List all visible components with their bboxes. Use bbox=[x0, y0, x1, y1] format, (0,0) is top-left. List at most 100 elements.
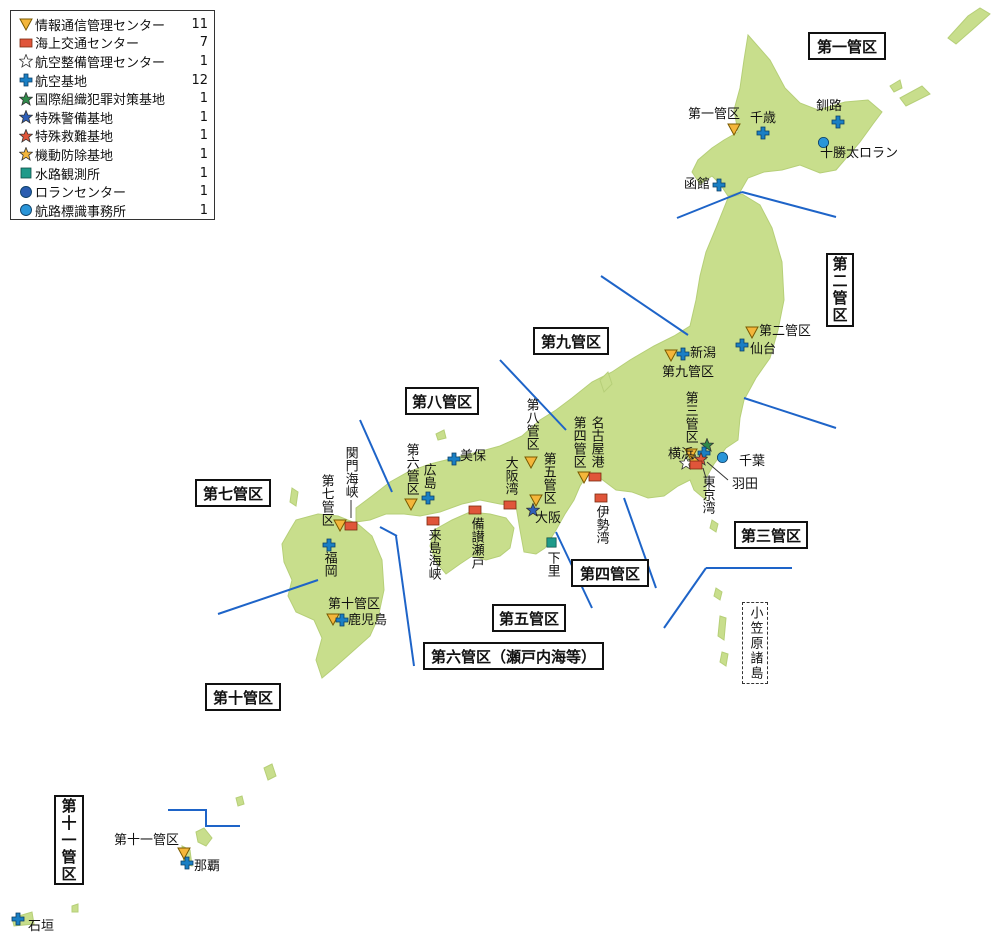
legend-label: 海上交通センター bbox=[35, 37, 140, 53]
land bbox=[11, 7, 991, 927]
label-tokyo-wan: 東京湾 bbox=[699, 475, 715, 514]
label-hakodate: 函館 bbox=[684, 177, 711, 192]
square-icon bbox=[20, 167, 32, 179]
label-tokachi: 十勝太ロラン bbox=[820, 146, 899, 161]
star-yellow-icon bbox=[19, 147, 33, 161]
label-fukuoka: 福岡 bbox=[321, 551, 337, 577]
rectangle-icon bbox=[19, 38, 33, 48]
legend-row: 機動防除基地 1 bbox=[17, 145, 208, 164]
label-dai9: 第九管区 bbox=[662, 365, 715, 380]
label-dai6: 第六管区 bbox=[403, 443, 419, 495]
star-outline-icon bbox=[19, 54, 33, 68]
label-haneda: 羽田 bbox=[732, 477, 759, 492]
legend-count: 1 bbox=[199, 184, 208, 200]
legend-label: 国際組織犯罪対策基地 bbox=[35, 93, 166, 109]
leader-lines bbox=[350, 461, 729, 518]
legend-row: 航空基地 12 bbox=[17, 71, 208, 90]
label-chiba: 千葉 bbox=[739, 454, 766, 469]
region-label-6: 第六管区（瀬戸内海等） bbox=[423, 642, 604, 670]
label-ise: 伊勢湾 bbox=[593, 505, 609, 544]
region-label-9: 第九管区 bbox=[533, 327, 609, 355]
legend-count: 1 bbox=[199, 128, 208, 144]
legend-label: 機動防除基地 bbox=[35, 148, 114, 164]
label-dai3: 第三管区 bbox=[682, 391, 698, 443]
rect-kanmon-icon bbox=[344, 521, 358, 531]
legend-count: 1 bbox=[199, 109, 208, 125]
rect-bisan-icon bbox=[468, 505, 482, 515]
legend-count: 11 bbox=[191, 16, 208, 32]
label-nagoya: 名古屋港 bbox=[588, 416, 604, 468]
legend-label: ロランセンター bbox=[35, 186, 127, 202]
label-dai10: 第十管区 bbox=[328, 597, 381, 612]
label-kurushima: 来島海峡 bbox=[425, 528, 441, 580]
label-dai8: 第八管区 bbox=[523, 398, 539, 450]
legend-label: 特殊警備基地 bbox=[35, 111, 114, 127]
square-shimosato-icon bbox=[546, 537, 557, 548]
legend-row: 航路標識事務所 1 bbox=[17, 201, 208, 220]
label-dai2: 第二管区 bbox=[759, 324, 812, 339]
legend: 情報通信管理センター 11 海上交通センター 7 航空整備管理センター 1 航空… bbox=[10, 10, 215, 220]
label-dai5: 第五管区 bbox=[540, 452, 556, 504]
region-boundaries bbox=[168, 191, 837, 827]
ogasawara-label: 小笠原諸島 bbox=[742, 602, 768, 684]
star-green-icon bbox=[19, 91, 33, 106]
label-dai4: 第四管区 bbox=[570, 416, 586, 468]
cross-icon bbox=[19, 73, 33, 87]
region-label-1: 第一管区 bbox=[808, 32, 886, 60]
rect-osaka-wan-icon bbox=[503, 500, 517, 510]
legend-count: 7 bbox=[199, 35, 208, 51]
label-yokohama: 横浜 bbox=[668, 447, 695, 462]
label-miho: 美保 bbox=[460, 449, 487, 464]
rect-ise-icon bbox=[594, 493, 608, 503]
label-sendai: 仙台 bbox=[750, 342, 777, 357]
legend-row: 特殊警備基地 1 bbox=[17, 108, 208, 127]
legend-label: 航空基地 bbox=[35, 74, 88, 90]
legend-row: 特殊救難基地 1 bbox=[17, 127, 208, 146]
legend-label: 情報通信管理センター bbox=[35, 18, 166, 34]
legend-label: 特殊救難基地 bbox=[35, 130, 114, 146]
legend-row: 国際組織犯罪対策基地 1 bbox=[17, 89, 208, 108]
legend-count: 1 bbox=[199, 91, 208, 107]
rect-kurushima-icon bbox=[426, 516, 440, 526]
label-osaka: 大阪 bbox=[535, 511, 562, 526]
region-label-8: 第八管区 bbox=[405, 387, 479, 415]
legend-label: 航路標識事務所 bbox=[35, 204, 127, 220]
legend-count: 1 bbox=[199, 53, 208, 69]
rect-tokyo-icon bbox=[689, 460, 703, 470]
region-label-10: 第十管区 bbox=[205, 683, 281, 711]
legend-row: 情報通信管理センター 11 bbox=[17, 15, 208, 34]
honshu bbox=[355, 193, 785, 555]
label-kagoshima: 鹿児島 bbox=[348, 613, 388, 628]
region-label-11: 第十一管区 bbox=[54, 795, 84, 885]
label-kushiro: 釧路 bbox=[816, 99, 843, 114]
legend-count: 12 bbox=[191, 72, 208, 88]
region-label-4: 第四管区 bbox=[571, 559, 649, 587]
label-bisan: 備讃瀬戸 bbox=[468, 517, 484, 569]
legend-row: 水路観測所 1 bbox=[17, 164, 208, 183]
circle-icon bbox=[20, 204, 32, 217]
label-niigata: 新潟 bbox=[690, 346, 717, 361]
star-blue-icon bbox=[19, 110, 33, 124]
label-shimosato: 下里 bbox=[544, 551, 560, 577]
label-dai11: 第十一管区 bbox=[114, 833, 180, 848]
legend-row: ロランセンター 1 bbox=[17, 182, 208, 201]
region-label-2: 第二管区 bbox=[826, 253, 854, 327]
legend-count: 1 bbox=[199, 202, 208, 218]
label-dai1: 第一管区 bbox=[688, 107, 741, 122]
legend-row: 海上交通センター 7 bbox=[17, 34, 208, 53]
legend-label: 航空整備管理センター bbox=[35, 55, 166, 71]
label-kanmon: 関門海峡 bbox=[342, 446, 358, 498]
kyushu bbox=[281, 513, 385, 679]
circle-dark-icon bbox=[20, 185, 32, 198]
legend-row: 航空整備管理センター 1 bbox=[17, 52, 208, 71]
hokkaido bbox=[691, 33, 883, 197]
label-osaka-wan: 大阪湾 bbox=[502, 456, 518, 495]
legend-label: 水路観測所 bbox=[35, 167, 101, 183]
rect-nagoya-icon bbox=[588, 472, 602, 482]
region-label-3: 第三管区 bbox=[734, 521, 808, 549]
region-label-7: 第七管区 bbox=[195, 479, 271, 507]
triangle-down-icon bbox=[19, 18, 33, 31]
circle-chiba-icon bbox=[716, 451, 729, 464]
legend-count: 1 bbox=[199, 165, 208, 181]
